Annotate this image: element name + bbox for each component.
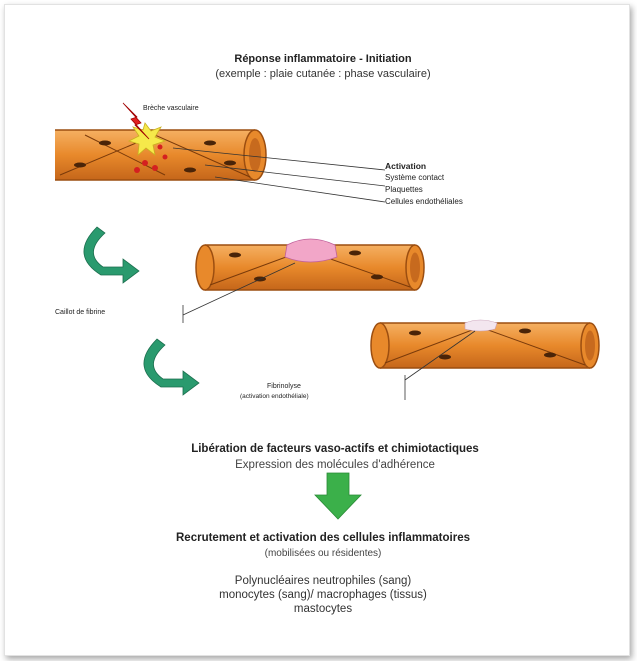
- label-activation-item: Plaquettes: [385, 185, 423, 194]
- label-activation-item: Système contact: [385, 173, 444, 182]
- down-arrow-icon: [315, 473, 361, 519]
- label-fibrinolyse: Fibrinolyse: [267, 383, 301, 390]
- cell-type: mastocytes: [294, 602, 352, 616]
- text-recrutement-sub: (mobilisées ou résidentes): [265, 548, 382, 559]
- figure-frame: Réponse inflammatoire - Initiation (exem…: [4, 4, 630, 656]
- heading-recrutement: Recrutement et activation des cellules i…: [176, 532, 470, 544]
- text-expression: Expression des molécules d'adhérence: [235, 459, 435, 471]
- vessel-illustration: [5, 5, 631, 657]
- label-activation-item: Cellules endothéliales: [385, 197, 463, 206]
- label-activation-title: Activation: [385, 161, 426, 171]
- vessel-fibrinolysis: [371, 320, 599, 368]
- label-caillot: Caillot de fibrine: [55, 309, 105, 316]
- curved-arrow-icon: [144, 339, 199, 395]
- curved-arrow-icon: [84, 227, 139, 283]
- vessel-clot: [196, 239, 424, 290]
- label-breche: Brèche vasculaire: [143, 105, 199, 112]
- cell-type: Polynucléaires neutrophiles (sang): [235, 574, 411, 588]
- heading-liberation: Libération de facteurs vaso-actifs et ch…: [191, 443, 479, 455]
- label-fibrinolyse-sub: (activation endothéliale): [240, 393, 309, 400]
- cell-type: monocytes (sang)/ macrophages (tissus): [219, 588, 427, 602]
